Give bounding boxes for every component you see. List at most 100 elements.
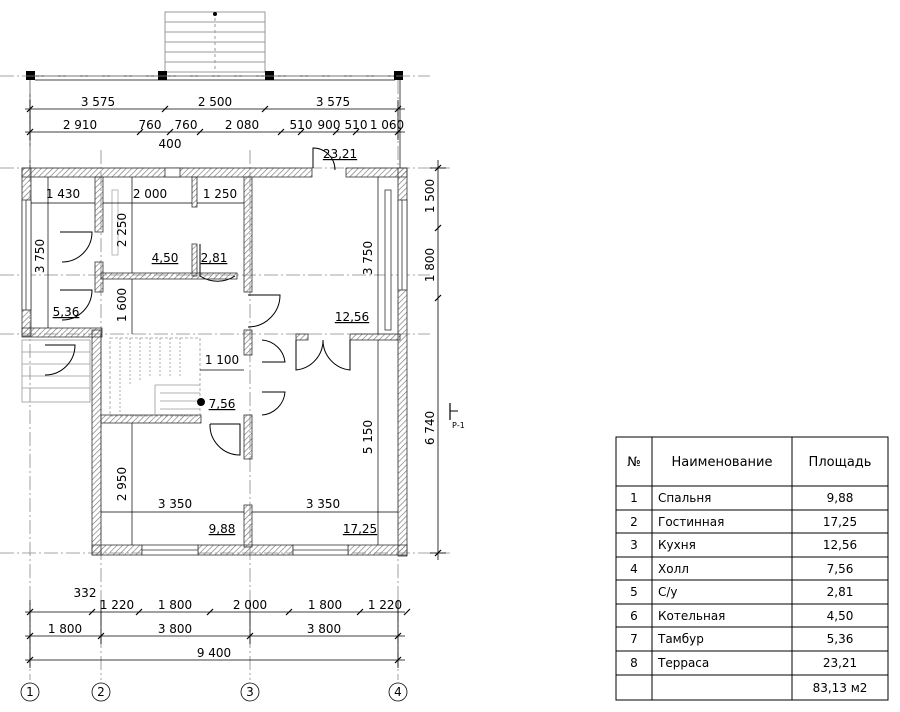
dim-tambur-width: 1 430 (46, 187, 80, 201)
table-row-name: Спальня (658, 491, 711, 505)
table-row-area: 7,56 (827, 562, 854, 576)
dim-tambur-height: 3 750 (33, 239, 47, 273)
dim-right-b: 1 800 (423, 248, 437, 282)
table-row-num: 8 (630, 656, 638, 670)
axis-label-2: 2 (97, 685, 105, 699)
table-row-name: Котельная (658, 609, 725, 623)
area-terrace: 23,21 (323, 147, 357, 161)
axis-markers (20, 682, 408, 702)
windows (21, 167, 408, 556)
dimensions-bottom1: 1 220 1 800 2 000 1 800 1 220 (100, 598, 402, 612)
table-header-name: Наименование (671, 455, 772, 470)
room-areas: 4,50 2,81 5,36 12,56 7,56 9,88 17,25 (53, 251, 378, 536)
table-row-area: 17,25 (823, 515, 857, 529)
dim-bottom2-a: 1 800 (48, 622, 82, 636)
inner-dimension-lines (31, 177, 398, 545)
dimension-lines (25, 100, 446, 668)
dim-bottom2-b: 3 800 (158, 622, 192, 636)
table-row-num: 3 (630, 538, 638, 552)
table-row-name: Кухня (658, 538, 696, 552)
dim-bottom-offset: 332 (74, 586, 97, 600)
dim-top1-a: 3 575 (81, 95, 115, 109)
dim-bottom2-c: 3 800 (307, 622, 341, 636)
section-mark-label: Р-1 (452, 421, 465, 430)
doors (44, 147, 351, 456)
dimension-ticks (26, 105, 442, 664)
dim-top2-c: 760 (175, 118, 198, 132)
dim-top1-c: 3 575 (316, 95, 350, 109)
dim-top2-e: 510 (290, 118, 313, 132)
table-header-num: № (627, 455, 641, 470)
dim-top2-b: 760 (139, 118, 162, 132)
table-row-name: Терраса (657, 656, 709, 670)
axis-label-4: 4 (394, 685, 402, 699)
axis-lines (0, 75, 450, 680)
area-tambur: 5,36 (53, 305, 80, 319)
dim-hall-width: 1 100 (205, 353, 239, 367)
dim-bottom-total: 9 400 (197, 646, 231, 660)
dim-top2-d: 2 080 (225, 118, 259, 132)
dimensions-right: 1 500 1 800 6 740 (423, 179, 437, 445)
dim-bottom1-e: 1 220 (368, 598, 402, 612)
terrace-stairs (164, 11, 266, 73)
dimensions-inner: 1 430 2 000 1 250 3 750 2 250 1 600 3 75… (33, 187, 375, 511)
table-row-num: 1 (630, 491, 638, 505)
table-row-area: 9,88 (827, 491, 854, 505)
dim-corridor-height: 1 600 (115, 288, 129, 322)
table-row-name: Тамбур (657, 632, 704, 646)
dim-bottom1-d: 1 800 (308, 598, 342, 612)
table-row-name: С/у (658, 585, 678, 599)
dim-top2-g: 510 (345, 118, 368, 132)
area-living: 17,25 (343, 522, 377, 536)
dim-bedroom-height: 2 950 (115, 467, 129, 501)
axis-label-1: 1 (26, 685, 34, 699)
area-bedroom: 9,88 (209, 522, 236, 536)
table-row-num: 2 (630, 515, 638, 529)
dim-top1-b: 2 500 (198, 95, 232, 109)
table-row-area: 2,81 (827, 585, 854, 599)
dimensions-top2: 2 910 760 760 2 080 510 900 510 1 060 (63, 118, 404, 132)
dim-boiler-width: 2 000 (133, 187, 167, 201)
dim-boiler-height: 2 250 (115, 213, 129, 247)
dim-terrace-depth: 400 (159, 137, 182, 151)
axis-label-3: 3 (246, 685, 254, 699)
area-boiler: 4,50 (152, 251, 179, 265)
table-row-name: Гостинная (658, 515, 724, 529)
level-mark-dot (197, 398, 205, 406)
dim-top2-a: 2 910 (63, 118, 97, 132)
dim-right-c: 6 740 (423, 411, 437, 445)
dim-bottom1-a: 1 220 (100, 598, 134, 612)
dimensions-bottom2: 1 800 3 800 3 800 (48, 622, 341, 636)
room-schedule-table: № Наименование Площадь 1 Спальня 9,88 2 … (615, 436, 889, 701)
table-row-area: 4,50 (827, 609, 854, 623)
entrance-steps (21, 339, 91, 403)
stair-arrow-dot (213, 12, 217, 16)
table-row-area: 23,21 (823, 656, 857, 670)
table-row-name: Холл (658, 562, 689, 576)
area-hall: 7,56 (209, 397, 236, 411)
dim-kitchen-height: 3 750 (361, 241, 375, 275)
dim-living-width: 3 350 (306, 497, 340, 511)
table-row-num: 7 (630, 632, 638, 646)
dim-top2-h: 1 060 (370, 118, 404, 132)
table-row-num: 5 (630, 585, 638, 599)
dim-bottom1-c: 2 000 (233, 598, 267, 612)
table-header-area: Площадь (809, 455, 872, 470)
area-kitchen: 12,56 (335, 310, 369, 324)
area-wc: 2,81 (201, 251, 228, 265)
table-row-area: 5,36 (827, 632, 854, 646)
table-row-num: 6 (630, 609, 638, 623)
dim-bedroom-width: 3 350 (158, 497, 192, 511)
section-mark: Р-1 (449, 403, 465, 430)
terrace-columns (26, 71, 403, 80)
dim-living-height: 5 150 (361, 420, 375, 454)
interior-stairs (109, 337, 201, 417)
dim-wc-width: 1 250 (203, 187, 237, 201)
dimensions-top1: 3 575 2 500 3 575 (81, 95, 350, 109)
dim-right-a: 1 500 (423, 179, 437, 213)
dim-top2-f: 900 (318, 118, 341, 132)
table-total-area: 83,13 м2 (813, 681, 868, 695)
table-row-num: 4 (630, 562, 638, 576)
dim-bottom1-b: 1 800 (158, 598, 192, 612)
